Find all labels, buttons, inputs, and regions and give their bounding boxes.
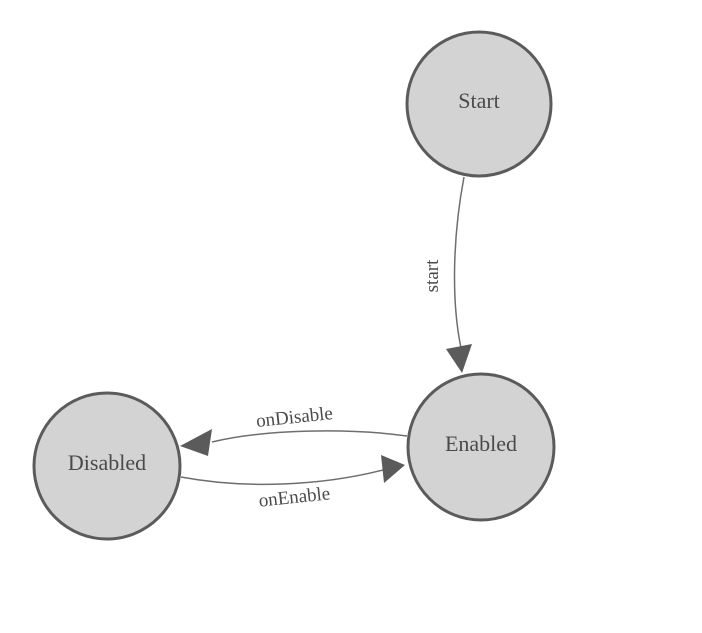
state-node-label-disabled: Disabled	[68, 450, 146, 475]
state-node-disabled[interactable]	[32, 391, 182, 541]
arrowhead-icon-disabled-to-enabled	[381, 455, 405, 483]
arrowhead-icon-start-to-enabled	[446, 344, 472, 373]
transition-edge-disabled-to-enabled	[180, 469, 384, 486]
state-node-enabled[interactable]	[406, 372, 556, 522]
edge-label-disabled-to-enabled: onEnable	[258, 483, 332, 511]
state-node-label-enabled: Enabled	[445, 431, 517, 456]
edge-label-enabled-to-disabled: onDisable	[255, 403, 334, 432]
transition-edge-enabled-to-disabled	[211, 430, 408, 443]
edge-label-start-to-enabled: start	[422, 259, 443, 292]
state-node-label-start: Start	[458, 88, 500, 113]
arrowhead-icon-enabled-to-disabled	[180, 429, 212, 456]
transition-edge-start-to-enabled	[453, 176, 465, 349]
state-node-start[interactable]	[405, 30, 553, 178]
